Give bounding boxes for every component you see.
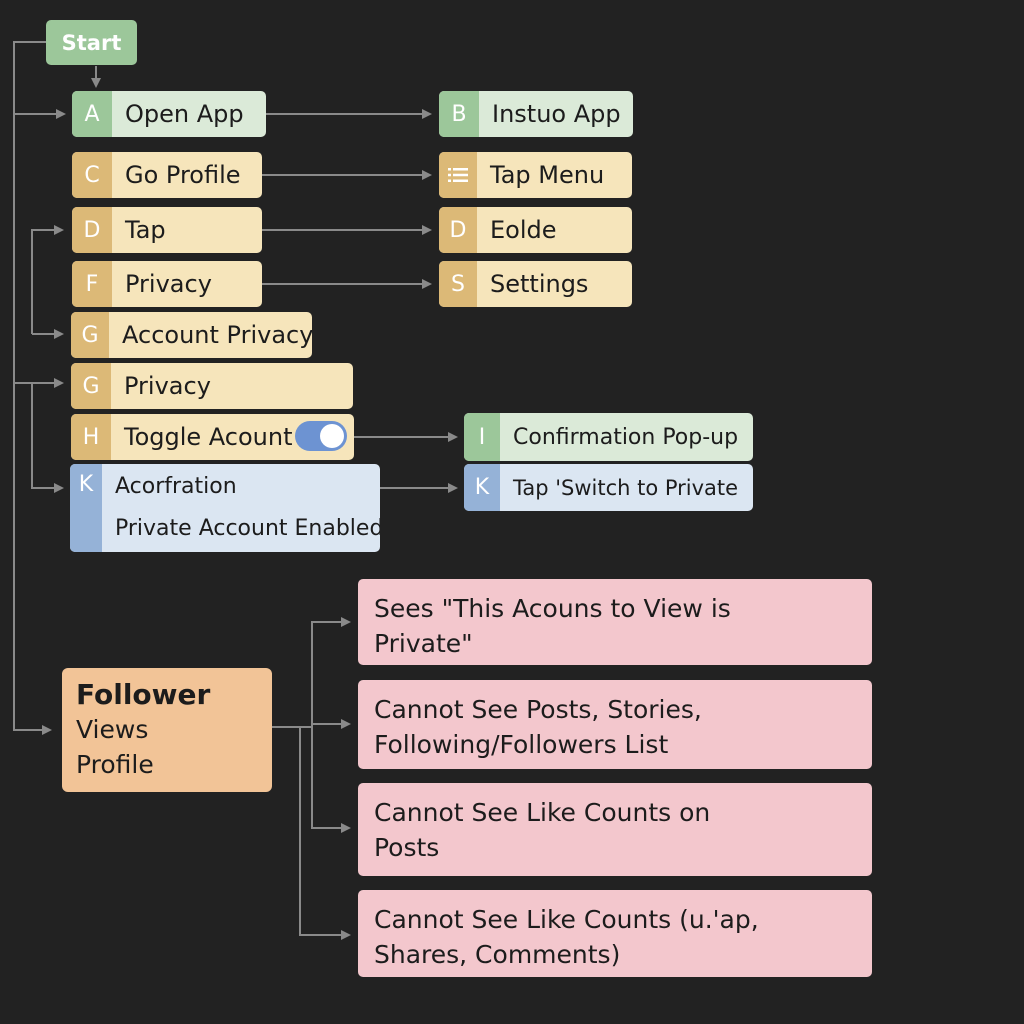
arrow-follower-to-outcome-1 (272, 617, 351, 728)
outcome-3-line-2: Posts (374, 833, 440, 862)
node-confirmation-popup: I Confirmation Pop-up (464, 413, 753, 461)
node-switch-to-private: K Tap 'Switch to Private (464, 464, 753, 511)
node-label-privacy-g: Privacy (124, 372, 211, 400)
node-label-instuo-app: Instuo App (492, 100, 621, 128)
node-label-private-account-enabled: Private Account Enabled (115, 516, 380, 541)
node-label-confirmation-popup: Confirmation Pop-up (513, 424, 739, 450)
node-tab-d2: D (439, 207, 477, 253)
start-node: Start (46, 20, 137, 65)
node-label-tap-menu: Tap Menu (490, 161, 605, 189)
node-label-switch-to-private: Tap 'Switch to Private (513, 475, 739, 500)
node-tab-b: B (439, 91, 479, 137)
node-toggle-account: H Toggle Acount (71, 414, 354, 460)
outcome-2-line-1: Cannot See Posts, Stories, (374, 695, 702, 724)
outcome-like-counts: Cannot See Like Counts on Posts (358, 783, 872, 876)
node-privacy: F Privacy (72, 261, 262, 307)
arrow-follower-to-outcome-3 (311, 724, 351, 833)
node-label-toggle-account: Toggle Acount (124, 423, 293, 451)
node-label-open-app: Open App (125, 100, 244, 128)
outcome-1-line-2: Private" (374, 629, 473, 658)
list-icon (439, 152, 477, 198)
arrow-loop-to-tap (31, 225, 64, 334)
outcome-1-line-1: Sees "This Acouns to View is (374, 594, 731, 623)
node-label-acorfration: Acorfration (115, 474, 237, 499)
node-label-go-profile: Go Profile (125, 161, 241, 189)
follower-line-2: Profile (76, 750, 154, 779)
node-label-privacy: Privacy (125, 270, 212, 298)
node-tap-menu: Tap Menu (439, 152, 632, 198)
node-tap: D Tap (72, 207, 262, 253)
node-acorfration-text: Acorfration Private Account Enabled (102, 464, 380, 552)
node-instuo-app: B Instuo App (439, 91, 633, 137)
node-tab-k: K (70, 464, 102, 552)
node-privacy-g: G Privacy (71, 363, 353, 409)
node-go-profile: C Go Profile (72, 152, 262, 198)
left-spine (13, 41, 52, 735)
node-tab-g2: G (71, 363, 111, 409)
node-tab-h: H (71, 414, 111, 460)
follower-title: Follower (76, 678, 211, 711)
toggle-knob (320, 424, 344, 448)
outcome-like-counts-shares: Cannot See Like Counts (u.'ap, Shares, C… (358, 890, 872, 977)
node-tab-k2: K (464, 464, 500, 511)
outcome-2-line-2: Following/Followers List (374, 730, 669, 759)
follower-line-1: Views (76, 715, 149, 744)
node-eolde: D Eolde (439, 207, 632, 253)
node-account-privacy: G Account Privacy (71, 312, 312, 358)
outcome-4-line-2: Shares, Comments) (374, 940, 621, 969)
outcome-4-line-1: Cannot See Like Counts (u.'ap, (374, 905, 759, 934)
arrow-follower-to-outcome-4 (272, 726, 351, 940)
node-tab-f: F (72, 261, 112, 307)
arrow-loop-to-acorfration (31, 383, 64, 493)
node-label-tap: Tap (125, 216, 166, 244)
node-label-eolde: Eolde (490, 216, 557, 244)
node-tab-d: D (72, 207, 112, 253)
node-acorfration: K Acorfration Private Account Enabled (70, 464, 380, 552)
node-tab-c: C (72, 152, 112, 198)
node-settings: S Settings (439, 261, 632, 307)
node-label-settings: Settings (490, 270, 589, 298)
outcome-private-notice: Sees "This Acouns to View is Private" (358, 579, 872, 665)
node-tab-a: A (72, 91, 112, 137)
follower-node: Follower Views Profile (62, 668, 272, 792)
node-tab-g: G (71, 312, 109, 358)
node-open-app: A Open App (72, 91, 266, 137)
outcome-posts-stories: Cannot See Posts, Stories, Following/Fol… (358, 680, 872, 769)
node-tab-s: S (439, 261, 477, 307)
node-tab-i: I (464, 413, 500, 461)
privacy-toggle-switch[interactable] (295, 421, 347, 451)
outcome-3-line-1: Cannot See Like Counts on (374, 798, 711, 827)
node-label-account-privacy: Account Privacy (122, 321, 312, 349)
